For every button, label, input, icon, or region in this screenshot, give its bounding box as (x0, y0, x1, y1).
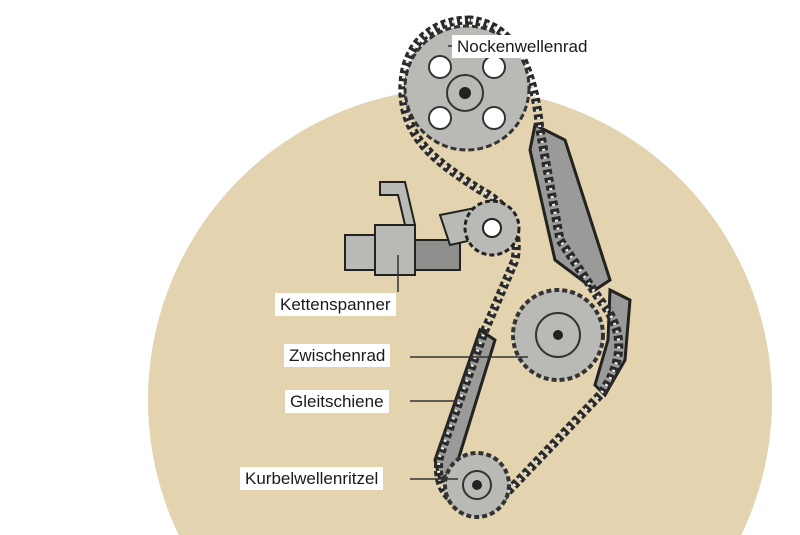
crankshaft-sprocket (443, 451, 511, 519)
chain-tensioner (344, 181, 521, 276)
intermediate-gear (511, 288, 605, 382)
lower-right-rail (593, 287, 632, 398)
label-intermediate-gear: Zwischenrad (284, 344, 391, 367)
label-guide-rail: Gleitschiene (285, 390, 389, 413)
label-chain-tensioner: Kettenspanner (275, 293, 396, 316)
leader-lines (397, 45, 528, 480)
right-guide-rail (528, 122, 612, 292)
background-circle (148, 88, 772, 535)
label-camshaft-sprocket: Nockenwellenrad (452, 35, 593, 58)
chain-links-highlight (401, 18, 621, 510)
label-crankshaft-sprocket: Kurbelwellenritzel (240, 467, 384, 490)
